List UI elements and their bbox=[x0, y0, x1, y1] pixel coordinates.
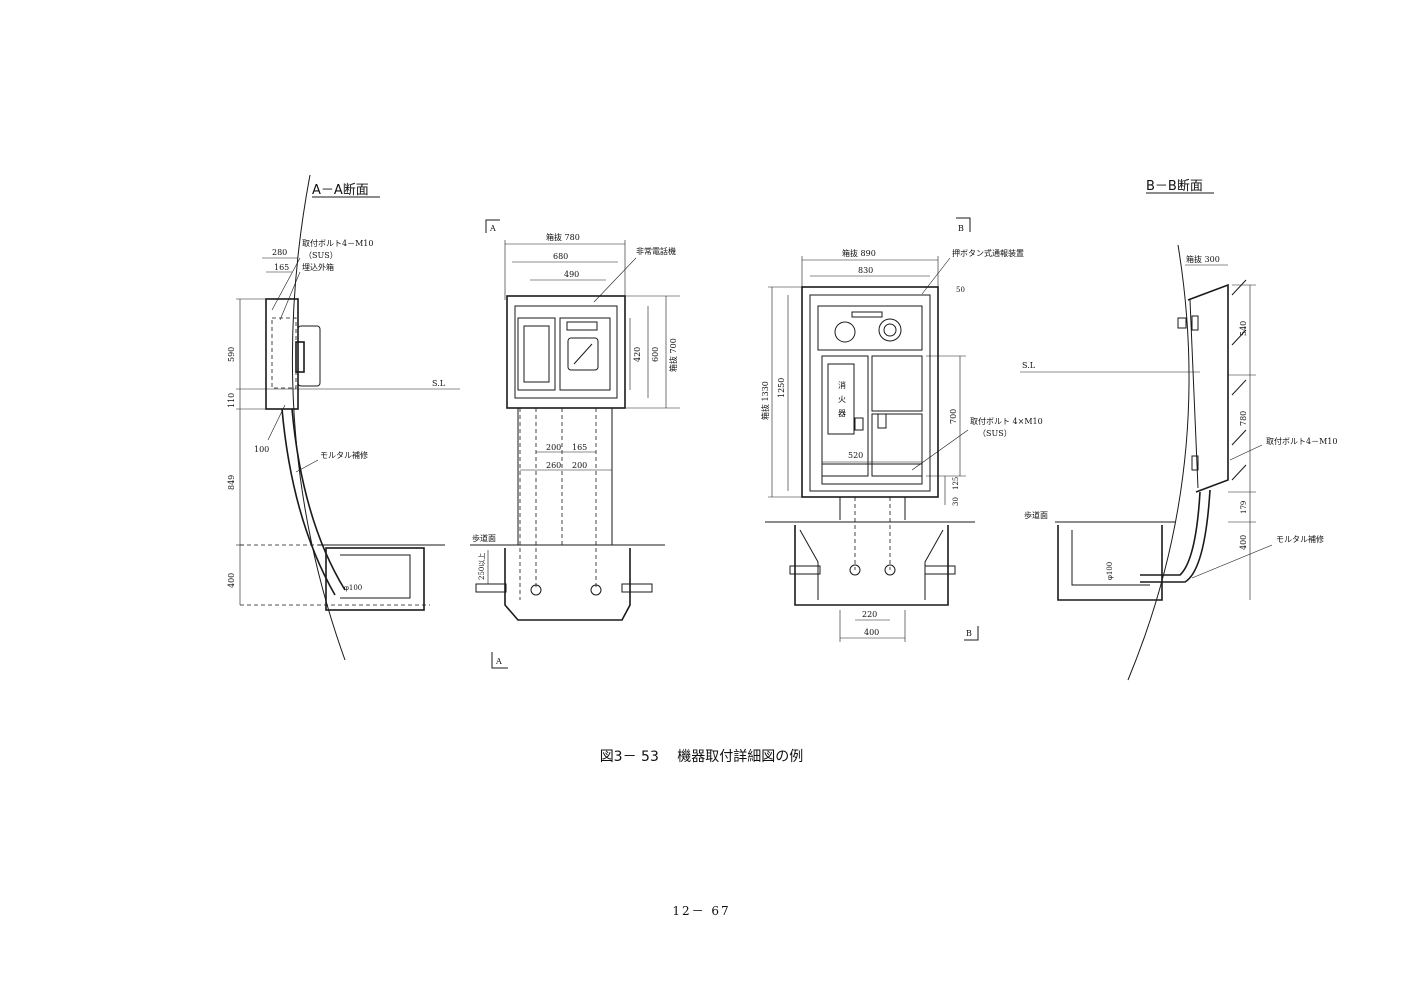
front-a-490: 490 bbox=[564, 270, 579, 279]
marker-b-top: B bbox=[958, 224, 964, 233]
front-a-420: 420 bbox=[633, 347, 642, 362]
aa-section-view: A－A断面 280 165 取付ボルト4－M10 （SUS） 埋込外 bbox=[227, 174, 460, 661]
front-a-680: 680 bbox=[553, 252, 568, 261]
aa-dim-100: 100 bbox=[254, 445, 269, 454]
marker-b-bottom: B bbox=[966, 629, 972, 638]
front-b-520: 520 bbox=[848, 451, 863, 460]
front-b-ext3: 器 bbox=[838, 409, 846, 418]
front-b-125: 125 bbox=[952, 477, 960, 490]
marker-a-bottom: A bbox=[495, 657, 502, 666]
bb-section-title: B－B断面 bbox=[1146, 179, 1203, 194]
bb-sidewalk: 歩道面 bbox=[1024, 510, 1048, 520]
aa-dim-280: 280 bbox=[272, 248, 287, 257]
aa-dim-849: 849 bbox=[227, 475, 236, 490]
marker-a-top: A bbox=[489, 224, 496, 233]
front-a-box780: 箱抜 780 bbox=[546, 232, 580, 242]
aa-dim-400: 400 bbox=[227, 573, 236, 588]
front-b-830: 830 bbox=[858, 266, 873, 275]
front-a-260: 260 bbox=[546, 461, 561, 470]
aa-phi100: φ100 bbox=[344, 584, 362, 592]
front-b-1250: 1250 bbox=[777, 378, 786, 398]
front-view-alarm: B B bbox=[760, 217, 1043, 642]
aa-section-title: A－A断面 bbox=[312, 183, 369, 198]
bb-mortar: モルタル補修 bbox=[1276, 534, 1324, 544]
front-b-30: 30 bbox=[952, 497, 960, 506]
front-b-220: 220 bbox=[862, 610, 877, 619]
front-a-250: 250以上 bbox=[477, 553, 486, 580]
aa-embed-box: 埋込外箱 bbox=[302, 262, 334, 272]
front-b-sus: （SUS） bbox=[978, 429, 1012, 438]
aa-dim-165: 165 bbox=[274, 263, 289, 272]
front-b-ext1: 消 bbox=[838, 380, 846, 390]
figure-caption: 図3－ 53 機器取付詳細図の例 bbox=[599, 749, 804, 765]
bb-780: 780 bbox=[1239, 411, 1248, 426]
aa-dim-590: 590 bbox=[227, 347, 236, 362]
front-a-200: 200 bbox=[546, 443, 561, 452]
front-b-400: 400 bbox=[864, 628, 879, 637]
aa-sl: S.L bbox=[432, 379, 446, 388]
front-a-phone: 非常電話機 bbox=[636, 246, 676, 256]
front-a-165: 165 bbox=[572, 443, 587, 452]
front-a-600: 600 bbox=[651, 347, 660, 362]
front-b-box890: 箱抜 890 bbox=[842, 248, 876, 258]
bb-section-view: B－B断面 箱抜 300 540 S.L 78 bbox=[1020, 179, 1337, 681]
bb-bolt: 取付ボルト4－M10 bbox=[1266, 436, 1337, 446]
front-b-ext2: 火 bbox=[838, 395, 846, 404]
front-b-alarm: 押ボタン式通報装置 bbox=[952, 248, 1024, 258]
bb-phi100: φ100 bbox=[1106, 562, 1114, 580]
front-b-box1330: 箱抜 1330 bbox=[760, 381, 770, 420]
front-b-bolt: 取付ボルト 4×M10 bbox=[970, 416, 1043, 426]
aa-bolt-sus: （SUS） bbox=[304, 251, 338, 260]
front-b-50: 50 bbox=[956, 286, 965, 294]
aa-bolt-label: 取付ボルト4－M10 bbox=[302, 238, 373, 248]
bb-box300: 箱抜 300 bbox=[1186, 254, 1220, 264]
page-number: 12－ 67 bbox=[672, 904, 731, 918]
bb-sl: S.L bbox=[1022, 361, 1036, 370]
front-b-700: 700 bbox=[949, 409, 958, 424]
front-a-box700: 箱抜 700 bbox=[668, 338, 678, 372]
bb-179: 179 bbox=[1240, 501, 1248, 514]
aa-dim-110: 110 bbox=[227, 393, 236, 408]
front-view-phone: A A bbox=[470, 219, 680, 669]
bb-400: 400 bbox=[1239, 535, 1248, 550]
front-a-200b: 200 bbox=[572, 461, 587, 470]
bb-540: 540 bbox=[1239, 321, 1248, 336]
aa-mortar: モルタル補修 bbox=[320, 450, 368, 460]
front-a-sidewalk: 歩道面 bbox=[472, 533, 496, 543]
